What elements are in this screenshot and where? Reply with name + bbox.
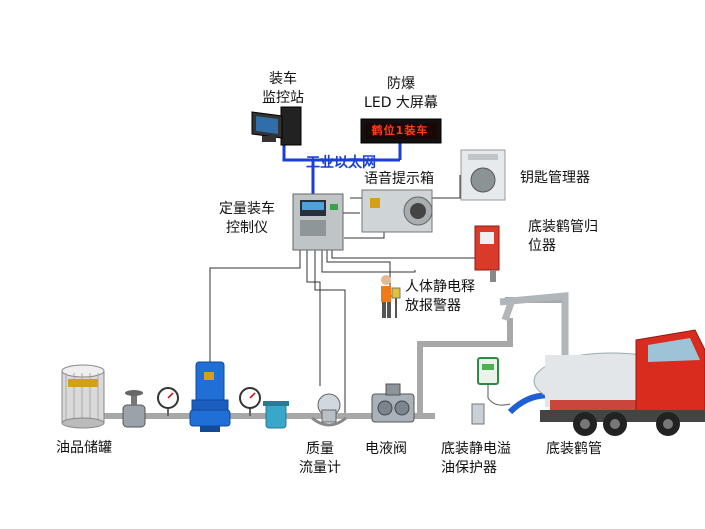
mass-flowmeter-graphic xyxy=(311,393,347,427)
voice-prompt-box-graphic xyxy=(361,189,433,233)
key-manager-graphic xyxy=(460,149,506,201)
monitor-station-label: 装车 监控站 xyxy=(258,70,308,108)
monitor-station-graphic xyxy=(251,106,302,146)
pressure-gauge-1 xyxy=(157,387,179,416)
pump-graphic xyxy=(189,361,231,432)
arm-return-device-label-line1: 底装鹤管归 xyxy=(528,219,598,235)
loading-controller-label-line2: 控制仪 xyxy=(226,220,268,236)
led-screen-label: 防爆 LED 大屏幕 xyxy=(356,75,446,113)
arm-return-device-label: 底装鹤管归 位器 xyxy=(528,218,598,256)
loading-controller-graphic xyxy=(292,193,344,251)
hydraulic-valve-label: 电液阀 xyxy=(365,441,407,457)
overflow-protector-label: 底装静电溢 油保护器 xyxy=(441,440,511,478)
mass-flowmeter-label-line2: 流量计 xyxy=(299,460,341,476)
static-overflow-protector-graphic xyxy=(471,357,511,425)
overflow-protector-label-line1: 底装静电溢 xyxy=(441,441,511,457)
oil-tank-label: 油品储罐 xyxy=(56,440,112,456)
mass-flowmeter-label-line1: 质量 xyxy=(306,441,334,457)
oil-tank-graphic xyxy=(61,364,105,429)
static-alarm-label-line2: 放报警器 xyxy=(405,298,461,314)
arm-return-device-label-line2: 位器 xyxy=(528,238,556,254)
led-screen-label-line1: 防爆 xyxy=(387,76,415,92)
key-manager-label: 钥匙管理器 xyxy=(520,170,590,186)
monitor-station-label-line1: 装车 xyxy=(269,71,297,87)
voice-prompt-box-label: 语音提示箱 xyxy=(364,171,434,187)
pressure-gauge-2 xyxy=(239,387,261,416)
led-display-text: 鹤位1装车中 xyxy=(371,124,429,137)
control-wiring xyxy=(209,175,479,419)
tanker-truck-graphic xyxy=(533,329,705,436)
led-screen-label-line2: LED 大屏幕 xyxy=(364,95,438,111)
static-alarm-label: 人体静电释 放报警器 xyxy=(405,278,475,316)
led-screen-graphic xyxy=(360,118,442,144)
overflow-protector-label-line2: 油保护器 xyxy=(441,460,497,476)
static-alarm-label-line1: 人体静电释 xyxy=(405,279,475,295)
static-alarm-graphic xyxy=(381,275,401,318)
industrial-ethernet-label: 工业以太网 xyxy=(306,155,376,171)
hydraulic-valve-graphic xyxy=(371,383,415,423)
loading-controller-label: 定量装车 控制仪 xyxy=(212,200,282,238)
loading-controller-label-line1: 定量装车 xyxy=(219,201,275,217)
monitor-station-label-line2: 监控站 xyxy=(262,90,304,106)
mass-flowmeter-label: 质量 流量计 xyxy=(298,440,342,478)
gate-valve-graphic xyxy=(122,390,146,428)
filter-graphic xyxy=(263,401,289,429)
arm-return-device-graphic xyxy=(474,225,500,282)
loading-arm-label: 底装鹤管 xyxy=(546,441,602,457)
